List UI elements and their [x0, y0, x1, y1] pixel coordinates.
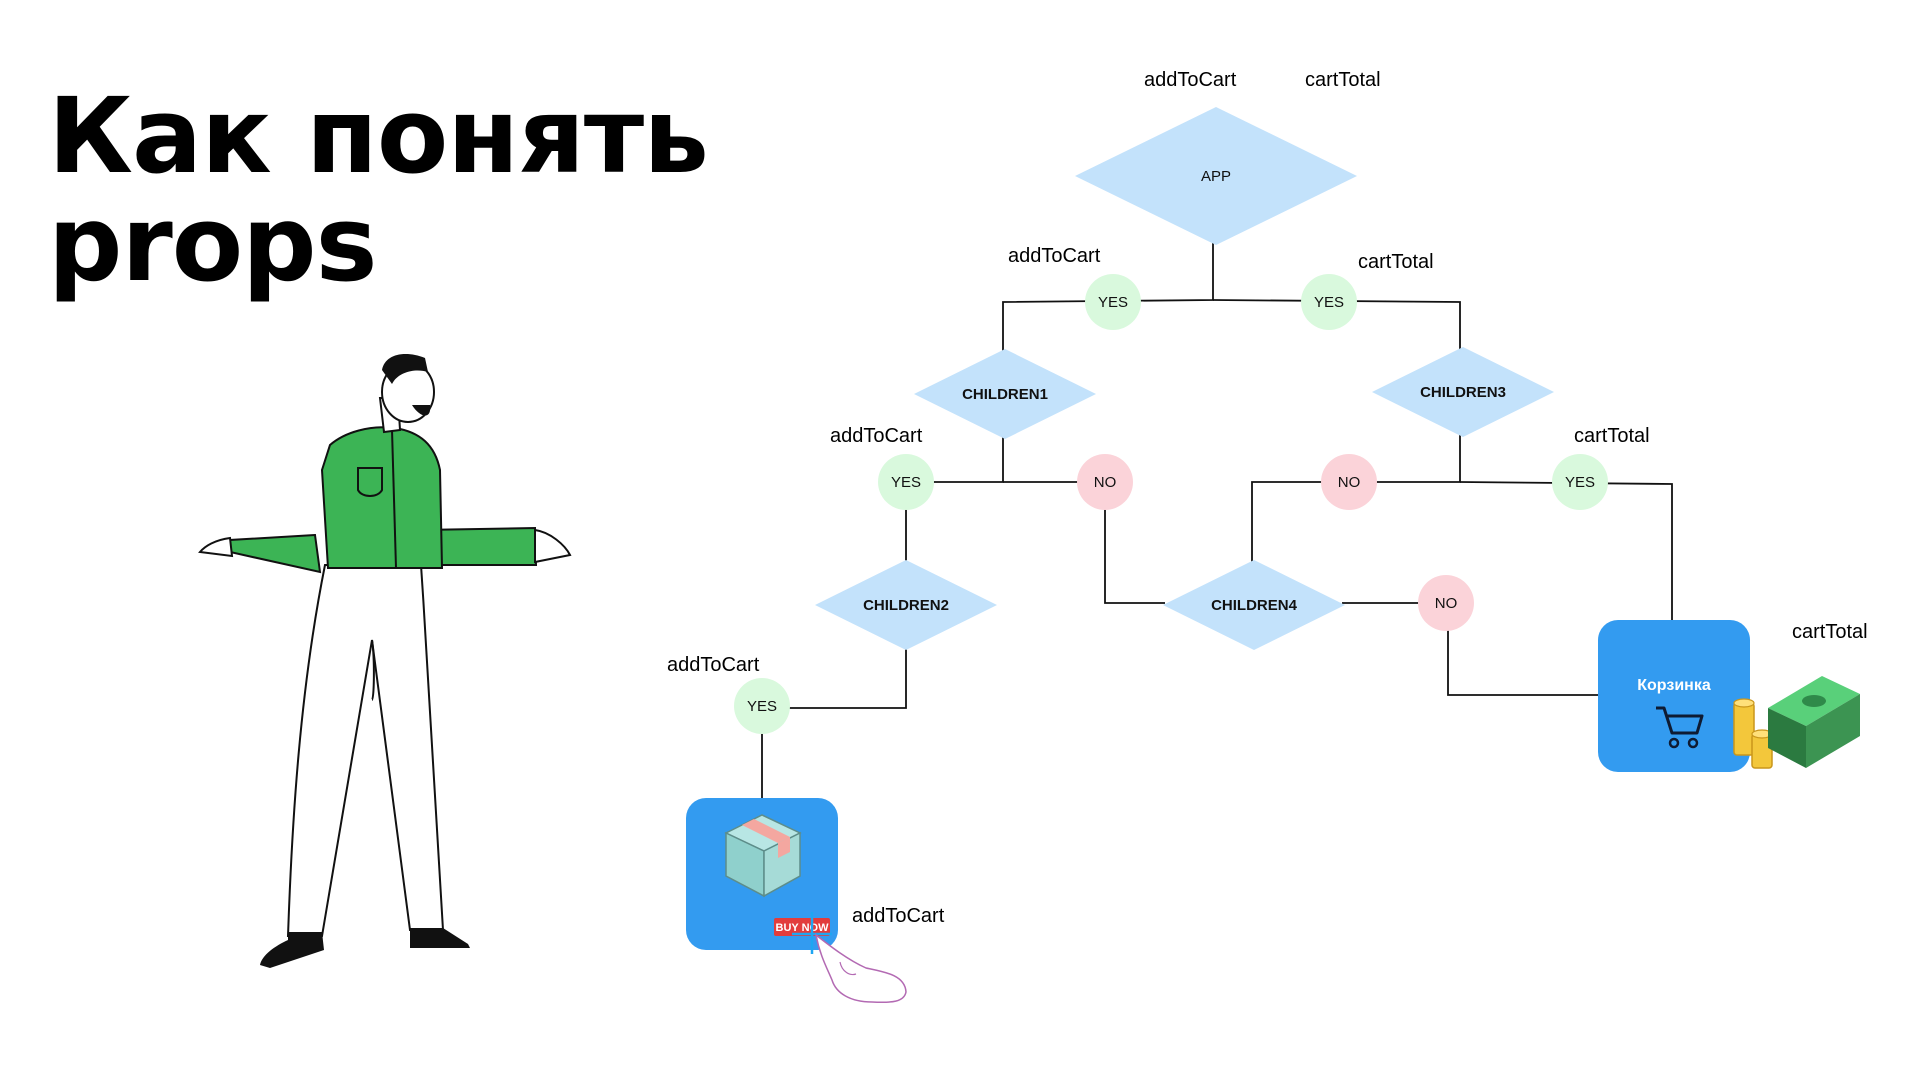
slide-title: Как понять props [48, 75, 709, 305]
decision-yes-children2: YES [878, 454, 934, 510]
product-card: BUY NOW [686, 798, 907, 1004]
prop-label-addtocart-children1: addToCart [1008, 245, 1101, 267]
cart-card-label: Корзинка [1637, 677, 1711, 694]
prop-label-addtocart-product: addToCart [667, 654, 760, 676]
svg-text:NO: NO [1338, 474, 1361, 491]
node-children3: CHILDREN3 [1372, 347, 1554, 437]
svg-text:NO: NO [1094, 474, 1117, 491]
decision-no-children1: NO [1077, 454, 1133, 510]
svg-text:YES: YES [1314, 294, 1344, 311]
prop-label-carttotal-children3: cartTotal [1358, 251, 1434, 273]
node-app-label: APP [1201, 168, 1231, 185]
buy-now-button-label: BUY NOW [776, 922, 830, 934]
shopping-cart-icon [1656, 706, 1704, 749]
prop-label-addtocart-children2: addToCart [830, 425, 923, 447]
prop-label-addtocart-app: addToCart [1144, 69, 1237, 91]
svg-text:YES: YES [747, 698, 777, 715]
node-children4-label: CHILDREN4 [1211, 597, 1297, 614]
slide-title-line-1: Как понять [48, 75, 709, 197]
decision-no-children4: NO [1418, 575, 1474, 631]
cart-card: Корзинка [1598, 620, 1750, 772]
node-app: APP [1075, 107, 1357, 245]
node-children4: CHILDREN4 [1163, 560, 1345, 650]
money-stack-icon [1768, 676, 1860, 768]
decision-no-children3: NO [1321, 454, 1377, 510]
connector-lines [761, 243, 1673, 798]
node-children3-label: CHILDREN3 [1420, 384, 1506, 401]
gold-coins-icon [1733, 698, 1773, 769]
prop-label-addtocart-buy: addToCart [852, 905, 945, 927]
pointing-hand-icon [814, 933, 907, 1004]
node-children2: CHILDREN2 [815, 560, 997, 650]
svg-text:YES: YES [1565, 474, 1595, 491]
node-children2-label: CHILDREN2 [863, 597, 949, 614]
decision-yes-product: YES [734, 678, 790, 734]
svg-text:YES: YES [891, 474, 921, 491]
svg-text:YES: YES [1098, 294, 1128, 311]
man-shrugging-illustration [198, 354, 572, 968]
prop-label-carttotal-money: cartTotal [1792, 621, 1868, 643]
decision-yes-children1: YES [1085, 274, 1141, 330]
node-children1: CHILDREN1 [914, 349, 1096, 439]
buy-now-button[interactable]: BUY NOW [774, 918, 830, 936]
package-box-icon [724, 814, 802, 898]
decision-yes-children3: YES [1301, 274, 1357, 330]
prop-label-carttotal-cart: cartTotal [1574, 425, 1650, 447]
svg-text:NO: NO [1435, 595, 1458, 612]
decision-yes-cart: YES [1552, 454, 1608, 510]
node-children1-label: CHILDREN1 [962, 386, 1048, 403]
click-sparkle-icon [792, 912, 832, 954]
slide-title-line-2: props [48, 183, 378, 305]
prop-label-carttotal-app: cartTotal [1305, 69, 1381, 91]
